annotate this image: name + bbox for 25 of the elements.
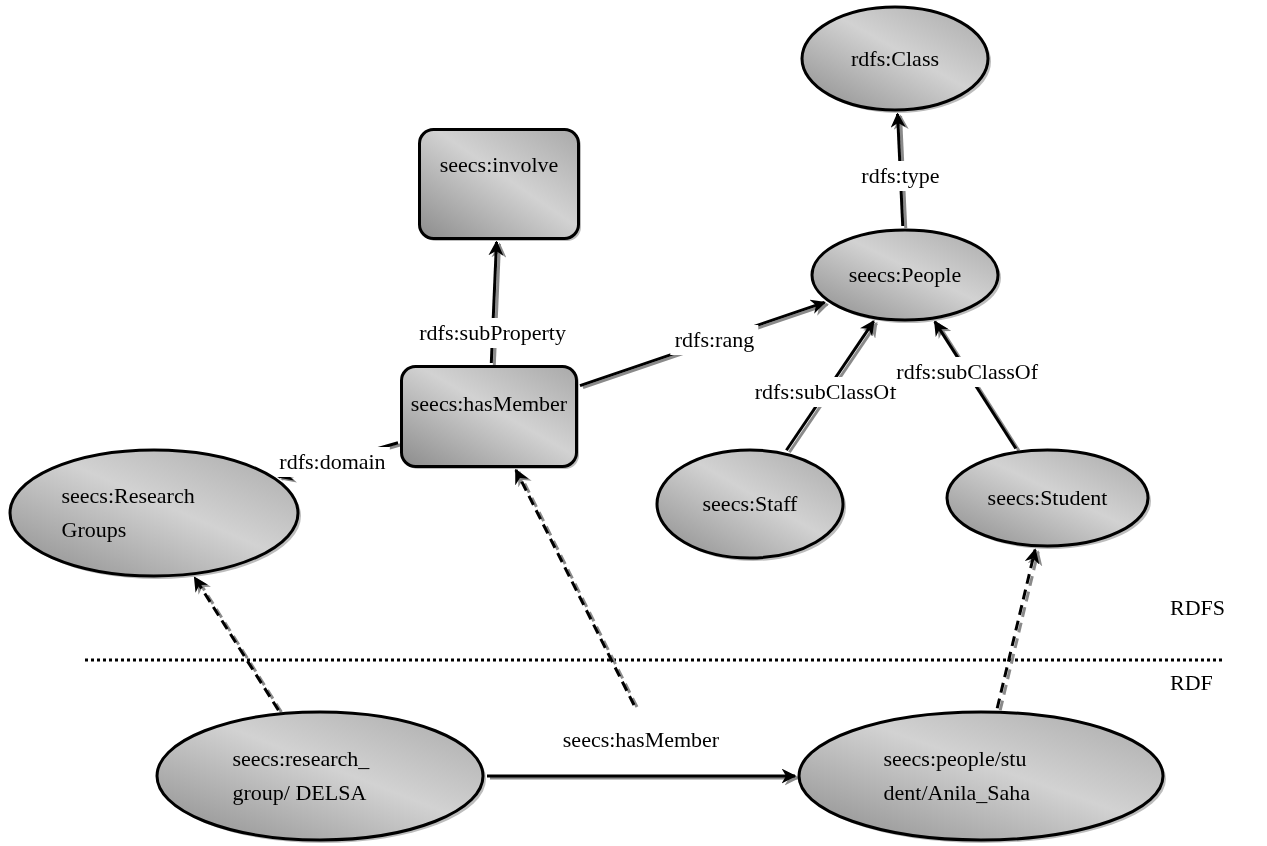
ellipse-node <box>800 5 990 112</box>
ellipse-node <box>810 228 1000 322</box>
arrow <box>487 768 797 784</box>
ellipse-node <box>797 710 1165 842</box>
node-label: seecs:research_ group/ DELSA <box>232 744 371 807</box>
layer-label: RDFS <box>1170 595 1226 621</box>
rounded-box-node <box>418 128 580 240</box>
layer-label: RDF <box>1170 670 1213 696</box>
node-label: seecs:People <box>847 260 963 289</box>
node-label: seecs:involve <box>438 151 560 179</box>
node-label: seecs:Staff <box>701 489 799 518</box>
edge-label: rdfs:rang <box>670 324 759 355</box>
node-label: seecs:people/stu dent/Anila_Saha <box>883 744 1032 807</box>
dashed-arrow <box>193 576 280 711</box>
edge-label: rdfs:domain <box>275 446 390 477</box>
ellipse-node <box>655 448 845 560</box>
ellipse-node <box>155 710 485 842</box>
node-label: seecs:hasMember <box>410 390 568 418</box>
dashed-arrow <box>995 548 1040 709</box>
ellipse-node <box>945 448 1150 548</box>
node-label: seecs:Research Groups <box>61 481 196 544</box>
node-label: seecs:Student <box>986 483 1109 512</box>
node-label: rdfs:Class <box>850 44 940 73</box>
rounded-box-node <box>400 365 578 468</box>
dashed-arrow <box>514 468 636 706</box>
